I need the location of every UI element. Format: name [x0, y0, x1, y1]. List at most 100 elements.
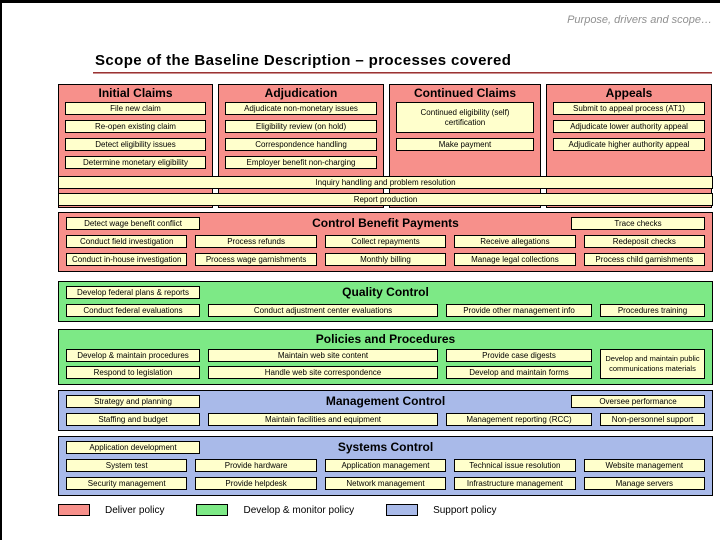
process-box: Staffing and budget: [66, 413, 200, 426]
legend-label: Develop & monitor policy: [243, 504, 355, 516]
claims-columns: Initial Claims File new claim Re-open ex…: [58, 84, 713, 208]
process-box: Conduct adjustment center evaluations: [208, 304, 438, 317]
process-box: File new claim: [65, 102, 206, 115]
process-box: Continued eligibility (self) certificati…: [396, 102, 534, 133]
section-management-control: Strategy and planning Management Control…: [58, 390, 713, 431]
process-box: Receive allegations: [454, 235, 576, 248]
process-box: Employer benefit non-charging: [225, 156, 377, 169]
process-box: Submit to appeal process (AT1): [553, 102, 705, 115]
process-box: System test: [66, 459, 188, 472]
section-policies-and-procedures: Policies and Procedures Develop & mainta…: [58, 329, 713, 385]
section-header-row: Strategy and planning Management Control…: [66, 395, 705, 408]
process-box: Technical issue resolution: [454, 459, 576, 472]
process-box: Strategy and planning: [66, 395, 200, 408]
section-header-row: Detect wage benefit conflict Control Ben…: [66, 217, 705, 230]
process-box: Process child garnishments: [583, 253, 705, 266]
process-box: Provide other management info: [446, 304, 592, 317]
process-box: Application development: [66, 441, 200, 454]
column-header: Continued Claims: [413, 86, 516, 100]
section-systems-control: Application development Systems Control …: [58, 436, 713, 496]
section-grid: Develop & maintain procedures Maintain w…: [66, 349, 705, 379]
process-box: Maintain web site content: [208, 349, 438, 362]
process-box: Trace checks: [571, 217, 705, 230]
column-header: Initial Claims: [98, 86, 173, 100]
process-box: Correspondence handling: [225, 138, 377, 151]
process-box: Management reporting (RCC): [446, 413, 592, 426]
process-box-spanning: Inquiry handling and problem resolution: [58, 176, 713, 189]
column-header: Adjudication: [264, 86, 338, 100]
legend-item: Deliver policy: [58, 504, 164, 516]
process-box-spanning: Report production: [58, 193, 713, 206]
process-box: Adjudicate higher authority appeal: [553, 138, 705, 151]
section-quality-control: Develop federal plans & reports Quality …: [58, 281, 713, 322]
process-box: Security management: [66, 477, 188, 490]
process-box: Application management: [324, 459, 447, 472]
window-left-edge: [0, 0, 2, 540]
column-appeals: Appeals Submit to appeal process (AT1) A…: [546, 84, 712, 208]
legend-label: Support policy: [433, 504, 497, 516]
process-box: Oversee performance: [571, 395, 705, 408]
section-title: Management Control: [325, 394, 446, 408]
process-box: Network management: [324, 477, 447, 490]
process-box: Respond to legislation: [66, 366, 200, 379]
claims-area: Initial Claims File new claim Re-open ex…: [58, 84, 713, 208]
process-box: Develop and maintain public communicatio…: [600, 349, 705, 379]
process-box: Monthly billing: [324, 253, 447, 266]
section-header-row: Application development Systems Control: [66, 441, 705, 454]
legend-swatch-develop-monitor-policy: [196, 504, 229, 516]
process-box: Adjudicate non-monetary issues: [225, 102, 377, 115]
process-box: Provide case digests: [446, 349, 592, 362]
process-box: Handle web site correspondence: [208, 366, 438, 379]
process-box: Procedures training: [600, 304, 705, 317]
section-title: Policies and Procedures: [315, 332, 456, 346]
title-underline: [93, 72, 712, 74]
section-title: Control Benefit Payments: [312, 216, 459, 230]
process-box: Provide hardware: [195, 459, 317, 472]
process-box: Re-open existing claim: [65, 120, 206, 133]
section-row: Conduct federal evaluations Conduct adju…: [66, 304, 705, 317]
section-title: Systems Control: [337, 440, 434, 454]
legend-label: Deliver policy: [105, 504, 165, 516]
process-box: Make payment: [396, 138, 534, 151]
section-row: Conduct field investigation Process refu…: [66, 235, 705, 248]
process-box: Detect eligibility issues: [65, 138, 206, 151]
column-initial-claims: Initial Claims File new claim Re-open ex…: [58, 84, 213, 208]
process-box: Conduct field investigation: [66, 235, 188, 248]
window-top-edge: [0, 0, 720, 3]
process-box: Develop & maintain procedures: [66, 349, 200, 362]
process-box: Manage servers: [583, 477, 705, 490]
process-box: Non-personnel support: [600, 413, 705, 426]
legend-item: Develop & monitor policy: [196, 504, 354, 516]
process-box: Collect repayments: [324, 235, 447, 248]
process-box: Conduct federal evaluations: [66, 304, 200, 317]
section-control-benefit-payments: Detect wage benefit conflict Control Ben…: [58, 212, 713, 272]
section-title: Quality Control: [342, 285, 429, 299]
section-row: System test Provide hardware Application…: [66, 459, 705, 472]
section-row: Conduct in-house investigation Process w…: [66, 253, 705, 266]
process-box: Determine monetary eligibility: [65, 156, 206, 169]
process-box: Provide helpdesk: [195, 477, 317, 490]
column-continued-claims: Continued Claims Continued eligibility (…: [389, 84, 541, 208]
column-header: Appeals: [605, 86, 653, 100]
process-box: Eligibility review (on hold): [225, 120, 377, 133]
slide-title: Scope of the Baseline Description – proc…: [95, 52, 512, 69]
section-row: Security management Provide helpdesk Net…: [66, 477, 705, 490]
legend: Deliver policy Develop & monitor policy …: [58, 504, 528, 516]
process-box: Redeposit checks: [583, 235, 705, 248]
slide-note: Purpose, drivers and scope…: [567, 14, 712, 26]
process-box: Adjudicate lower authority appeal: [553, 120, 705, 133]
process-box: Develop and maintain forms: [446, 366, 592, 379]
process-box: Manage legal collections: [454, 253, 576, 266]
legend-item: Support policy: [386, 504, 496, 516]
process-box: Maintain facilities and equipment: [208, 413, 438, 426]
section-header-row: Develop federal plans & reports Quality …: [66, 286, 705, 299]
legend-swatch-support-policy: [386, 504, 419, 516]
process-box: Process refunds: [195, 235, 317, 248]
process-box: Website management: [583, 459, 705, 472]
process-box: Infrastructure management: [454, 477, 576, 490]
process-box: Develop federal plans & reports: [66, 286, 200, 299]
process-box: Process wage garnishments: [195, 253, 317, 266]
process-box: Conduct in-house investigation: [66, 253, 188, 266]
column-adjudication: Adjudication Adjudicate non-monetary iss…: [218, 84, 384, 208]
process-box: Detect wage benefit conflict: [66, 217, 200, 230]
